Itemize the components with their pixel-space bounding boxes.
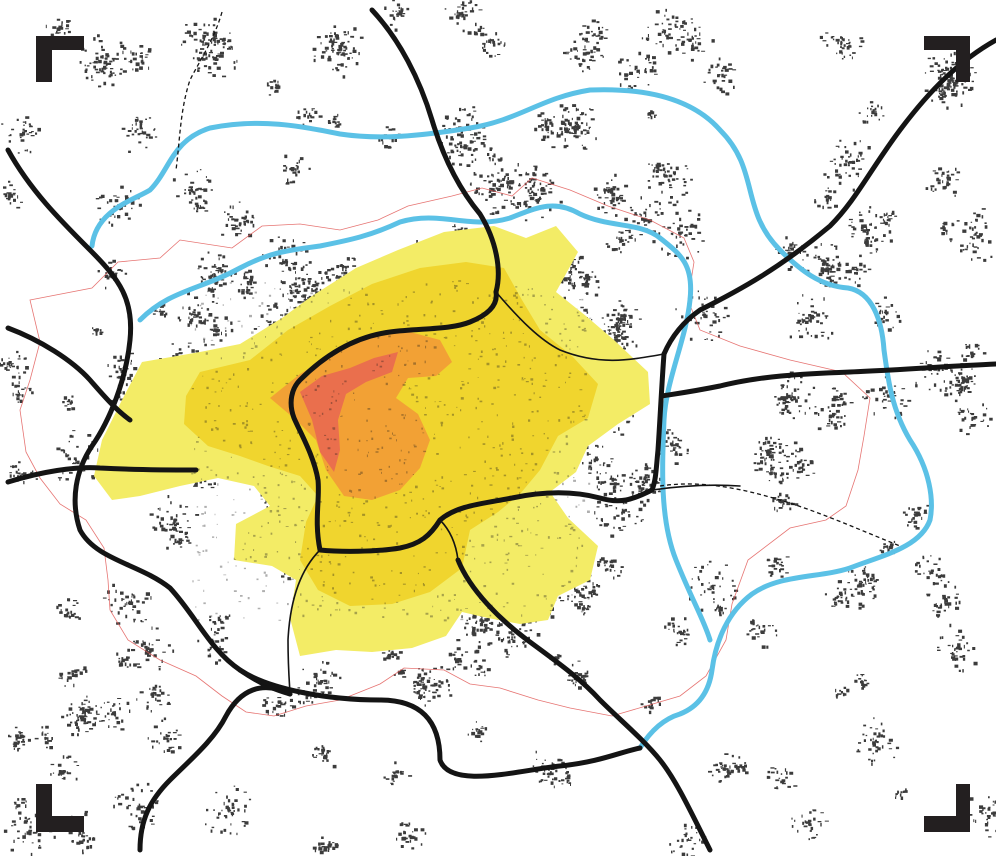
road-sw-link [287, 549, 321, 695]
corner-top-right [924, 36, 970, 82]
highway-south [455, 557, 713, 853]
urban-texture [190, 280, 592, 622]
highway-ring-segment [288, 289, 667, 554]
highway-southwest [137, 685, 293, 853]
road-south-link [439, 519, 459, 561]
highway-south-arc [237, 667, 643, 779]
corner-top-left [36, 36, 84, 82]
frame-corners [36, 36, 970, 832]
corner-bottom-left [36, 784, 84, 832]
highway-west-2 [5, 325, 133, 423]
highway-west-3 [5, 465, 199, 485]
boundary-line [19, 177, 871, 717]
ring-road-outer [89, 87, 934, 751]
ring-road [89, 87, 934, 751]
highways [5, 7, 996, 853]
railway-north [175, 11, 223, 171]
urban-density-zones [94, 226, 650, 656]
ring-road-inner [137, 203, 713, 643]
admin-boundary [19, 177, 871, 717]
highway-north [369, 7, 501, 295]
railway-east [659, 483, 901, 547]
urban-core [270, 332, 452, 500]
railways [175, 11, 901, 547]
corner-bottom-right [924, 784, 970, 832]
highway-east [659, 361, 996, 399]
road-east-link [651, 484, 741, 491]
highway-northeast [661, 37, 996, 357]
road-north-link [495, 291, 665, 362]
urban-center [300, 352, 398, 472]
